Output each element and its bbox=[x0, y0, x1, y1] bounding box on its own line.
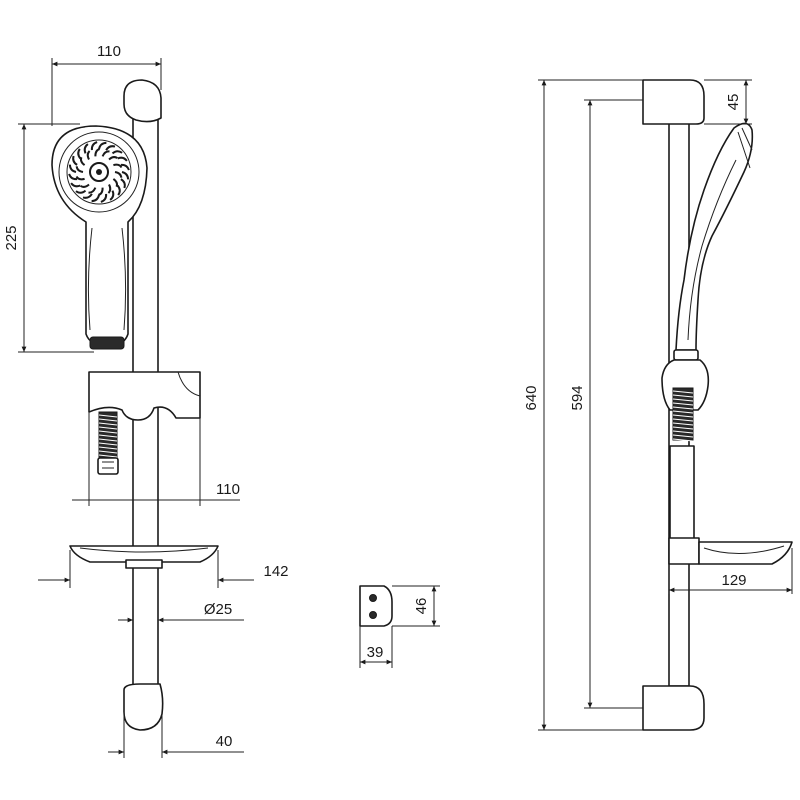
nozzle-mark bbox=[98, 141, 107, 150]
front-view: 110 225 110 142 Ø25 40 bbox=[3, 43, 289, 758]
coil-stripe bbox=[672, 430, 694, 434]
top-bracket bbox=[123, 79, 162, 123]
nozzle-mark bbox=[100, 193, 108, 203]
dim-bracket-depth: 40 bbox=[216, 733, 233, 750]
side-view: 45 640 594 129 bbox=[523, 79, 793, 731]
nozzle-mark bbox=[68, 164, 77, 173]
nozzle-mark bbox=[80, 183, 90, 188]
coil-stripe bbox=[98, 442, 118, 446]
nozzle-mark bbox=[109, 190, 115, 201]
coil-stripe bbox=[98, 450, 118, 454]
dim-total-length: 640 bbox=[523, 385, 540, 410]
coil-stripe bbox=[672, 418, 694, 422]
bracket-detail: 46 39 bbox=[359, 585, 440, 668]
nozzle-mark bbox=[101, 150, 110, 157]
coil-stripe bbox=[98, 418, 118, 422]
nozzle-mark bbox=[91, 194, 100, 203]
nozzle-mark bbox=[83, 143, 89, 154]
dim-side-bracket-height: 45 bbox=[725, 94, 742, 111]
nozzle-mark bbox=[111, 150, 123, 155]
hose-coil bbox=[98, 414, 118, 458]
side-top-bracket bbox=[642, 79, 705, 125]
coil-stripe bbox=[98, 426, 118, 430]
nozzle-mark bbox=[75, 166, 84, 173]
hand-shower bbox=[51, 125, 148, 350]
nozzle-mark bbox=[68, 173, 78, 181]
dim-bracket-width: 39 bbox=[367, 644, 384, 661]
coil-stripe bbox=[98, 454, 118, 458]
nozzle-mark bbox=[88, 187, 97, 194]
dim-handshower-width: 110 bbox=[97, 43, 121, 60]
coil-stripe bbox=[672, 390, 694, 394]
dim-soap-dish-depth: 129 bbox=[721, 572, 746, 589]
nozzle-mark bbox=[72, 155, 78, 166]
bottom-bracket bbox=[123, 683, 164, 731]
nozzle-mark bbox=[116, 184, 121, 196]
nozzle-mark bbox=[75, 175, 85, 181]
nozzle-mark bbox=[79, 156, 86, 166]
side-hand-shower bbox=[673, 122, 754, 361]
coil-stripe bbox=[672, 410, 694, 414]
coil-stripe bbox=[672, 402, 694, 406]
nozzle-mark bbox=[77, 148, 82, 160]
dim-soap-dish-width: 142 bbox=[263, 563, 288, 580]
dim-slider-depth: 110 bbox=[216, 481, 240, 498]
side-hose-coil bbox=[672, 390, 694, 442]
nozzle-mark bbox=[121, 171, 130, 180]
nozzle-pattern bbox=[68, 141, 130, 203]
coil-stripe bbox=[672, 426, 694, 430]
coil-stripe bbox=[98, 414, 118, 418]
slider bbox=[88, 371, 201, 475]
coil-stripe bbox=[672, 422, 694, 426]
coil-stripe bbox=[672, 438, 694, 442]
dim-bracket-height: 46 bbox=[413, 598, 430, 615]
nozzle-mark bbox=[90, 141, 98, 151]
nozzle-mark bbox=[120, 178, 126, 189]
side-soap-dish bbox=[668, 537, 793, 565]
coil-stripe bbox=[672, 398, 694, 402]
dim-bar-length: 594 bbox=[569, 385, 586, 410]
nozzle-mark bbox=[120, 163, 130, 171]
coil-stripe bbox=[672, 434, 694, 438]
dim-rail-diameter: Ø25 bbox=[204, 601, 232, 618]
coil-stripe bbox=[98, 422, 118, 426]
nozzle-mark bbox=[108, 156, 118, 161]
nozzle-mark bbox=[70, 182, 81, 188]
dim-handshower-length: 225 bbox=[3, 225, 20, 250]
nozzle-mark bbox=[82, 193, 93, 199]
nozzle-mark bbox=[113, 163, 123, 169]
side-bottom-bracket bbox=[642, 685, 705, 731]
coil-stripe bbox=[672, 414, 694, 418]
coil-stripe bbox=[98, 434, 118, 438]
nozzle-mark bbox=[98, 187, 104, 196]
nozzle-mark bbox=[105, 145, 116, 151]
nozzle-mark bbox=[107, 184, 112, 194]
nozzle-mark bbox=[114, 171, 123, 178]
coil-stripe bbox=[672, 406, 694, 410]
soap-dish bbox=[69, 545, 219, 569]
coil-stripe bbox=[98, 446, 118, 450]
coil-stripe bbox=[672, 394, 694, 398]
nozzle-mark bbox=[117, 156, 128, 162]
nozzle-mark bbox=[86, 150, 91, 160]
coil-stripe bbox=[98, 438, 118, 442]
nozzle-mark bbox=[75, 189, 87, 194]
side-slider bbox=[661, 359, 710, 543]
coil-stripe bbox=[98, 430, 118, 434]
nozzle-mark bbox=[112, 178, 119, 188]
nozzle-mark bbox=[94, 148, 100, 157]
